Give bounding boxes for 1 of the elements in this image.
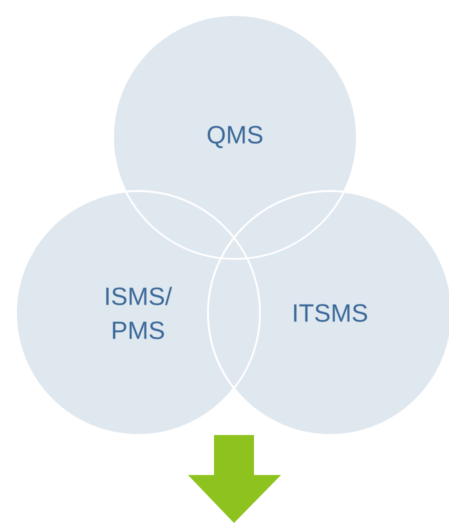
node-label: ITSMS [294,304,368,322]
